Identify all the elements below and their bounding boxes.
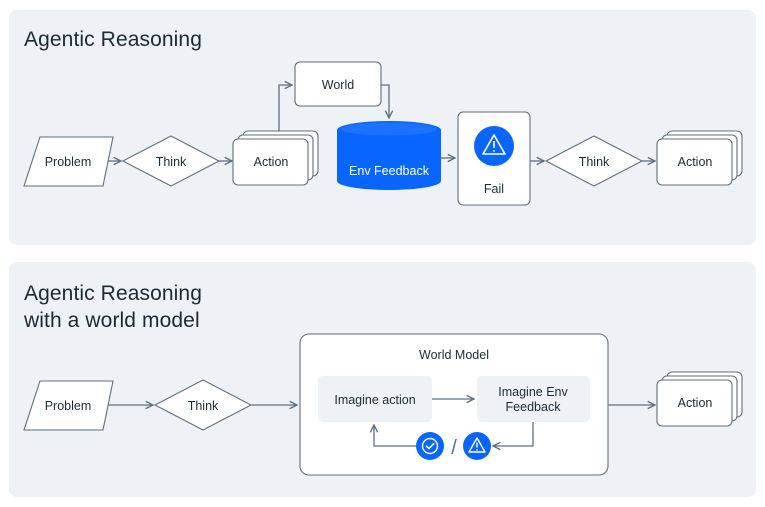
s1-think-node: Think [121,135,221,187]
s2-arrow-env-check [493,422,534,446]
s1-action2-label: Action [678,155,713,169]
s2-imagine-env-label-2: Feedback [506,400,562,414]
s2-action-label: Action [678,396,713,410]
s1-action2-stack: Action [656,130,743,186]
s1-problem-label: Problem [45,155,92,169]
s2-imagine-action-label: Imagine action [334,393,415,407]
s2-world-model-container: World Model Imagine action Imagine Env F… [299,333,609,476]
s2-action-stack: Action [656,371,743,427]
s1-arrow-world-env [381,84,389,118]
section1-title: Agentic Reasoning [24,28,202,51]
s1-action-label: Action [254,155,289,169]
check-icon [421,437,439,455]
s1-world-node: World [294,61,382,107]
s2-separator: / [451,437,457,459]
s2-world-model-label: World Model [419,348,489,362]
s2-think-label: Think [188,399,219,413]
s1-arrow-action-world [278,85,292,131]
s1-action-stack: Action [232,130,319,186]
check-icon-bg [416,432,444,460]
warning-icon [468,437,486,453]
s1-world-label: World [322,78,354,92]
s1-env-feedback-cylinder: Env Feedback [337,121,441,190]
s2-think-node: Think [153,379,253,431]
s1-env-feedback-label: Env Feedback [349,164,430,178]
section2-title-line2: with a world model [24,309,200,332]
s2-problem-node: Problem [23,380,114,431]
section2-title-line1: Agentic Reasoning [24,282,202,305]
s1-think2-label: Think [579,155,610,169]
s1-fail-label: Fail [484,182,504,196]
s2-imagine-action-box [318,376,432,422]
s2-imagine-env-label-1: Imagine Env [498,385,568,399]
s1-think-label: Think [156,155,187,169]
s2-problem-label: Problem [45,399,92,413]
warning-icon [482,134,506,155]
s1-think2-node: Think [544,135,644,187]
s1-fail-node: Fail [457,111,531,206]
s2-imagine-env-box [477,376,590,422]
s2-arrow-check-action [374,425,416,447]
s1-problem-node: Problem [23,136,114,187]
